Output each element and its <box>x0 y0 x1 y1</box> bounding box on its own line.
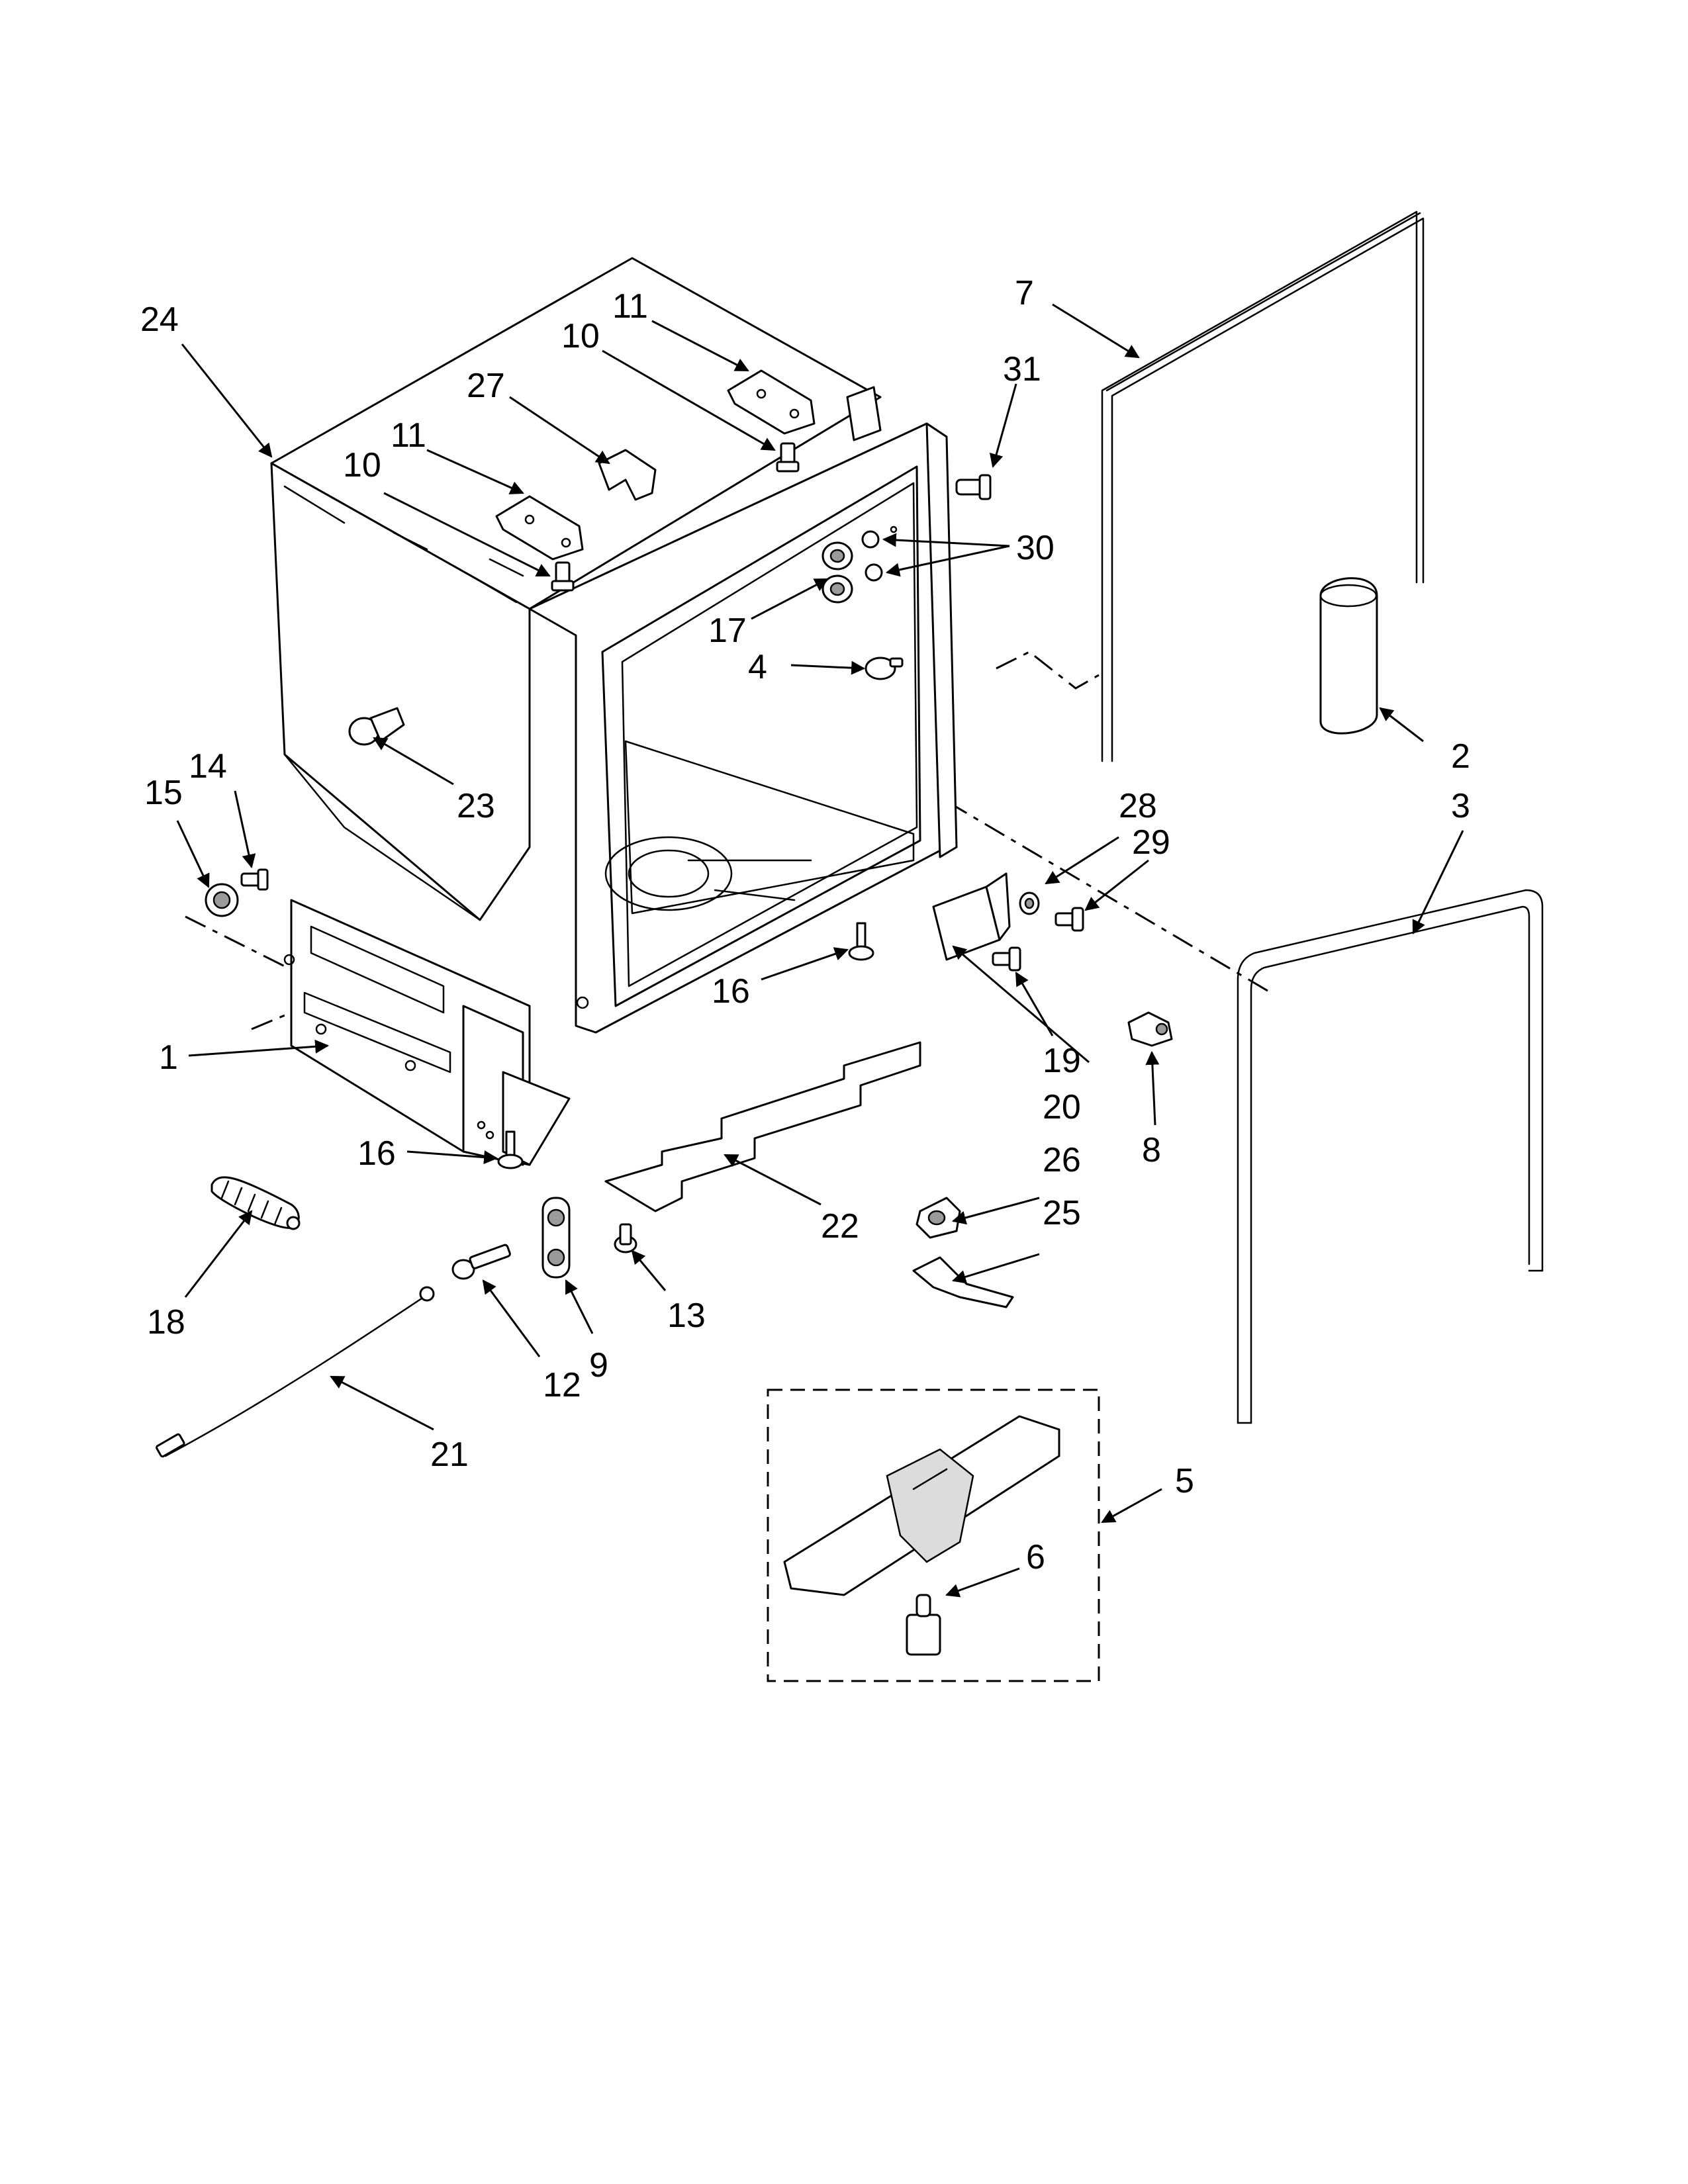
foot-16-upper <box>848 922 874 961</box>
shield-22 <box>604 1041 921 1212</box>
callout-8: 8 <box>1142 1131 1161 1169</box>
callout-12: 12 <box>543 1366 581 1404</box>
callout-19: 19 <box>1043 1042 1081 1080</box>
callout-13: 13 <box>667 1297 706 1335</box>
callout-11-right: 11 <box>612 287 648 326</box>
tub-assembly <box>270 257 958 1166</box>
cable-21 <box>156 1286 435 1458</box>
gasket-3 <box>1237 889 1544 1424</box>
leader-lines <box>176 303 1464 1598</box>
screw-19 <box>992 946 1021 972</box>
gasket-7 <box>1101 210 1425 762</box>
plug-4 <box>865 657 904 680</box>
clip-8 <box>1127 1011 1173 1047</box>
foot-16-lower <box>497 1130 524 1169</box>
screw-10-left <box>551 561 575 592</box>
callout-10-left: 10 <box>343 446 381 484</box>
callout-28: 28 <box>1119 787 1157 825</box>
callout-14: 14 <box>189 747 227 786</box>
callout-6: 6 <box>1026 1538 1045 1576</box>
callout-5: 5 <box>1175 1462 1194 1500</box>
latch-26 <box>915 1197 961 1239</box>
hinge-bracket-11-right <box>727 369 816 435</box>
seal-2 <box>1319 577 1378 735</box>
bracket-25 <box>912 1256 1014 1308</box>
wheel-17 <box>821 541 853 604</box>
callout-7: 7 <box>1015 274 1034 312</box>
callout-3: 3 <box>1451 787 1470 825</box>
leveling-leg-15 <box>205 883 239 917</box>
callout-17: 17 <box>708 612 747 650</box>
screw-14 <box>240 868 269 891</box>
screw-29 <box>1055 907 1084 932</box>
callout-30: 30 <box>1016 529 1055 567</box>
callout-23: 23 <box>457 787 495 825</box>
callout-16-lower: 16 <box>357 1134 396 1173</box>
callout-31: 31 <box>1003 350 1041 388</box>
callout-10-right: 10 <box>561 317 600 355</box>
callout-16-upper: 16 <box>712 972 750 1011</box>
callout-15: 15 <box>144 774 183 812</box>
callout-11-left: 11 <box>391 416 426 455</box>
callout-1: 1 <box>159 1038 178 1077</box>
callout-26: 26 <box>1043 1141 1081 1179</box>
callout-25: 25 <box>1043 1194 1081 1232</box>
callout-2: 2 <box>1451 737 1470 776</box>
spring-18 <box>211 1176 301 1230</box>
pin-13 <box>614 1223 637 1253</box>
assembly-box-5 <box>767 1388 1100 1682</box>
sensor-6 <box>906 1594 941 1656</box>
callout-27: 27 <box>467 367 505 405</box>
washers-30 <box>861 525 898 582</box>
callout-21: 21 <box>430 1435 469 1474</box>
bolt-12 <box>451 1244 511 1280</box>
screw-31 <box>955 474 992 500</box>
hinge-bracket-11-left <box>495 495 584 561</box>
callout-24: 24 <box>140 300 179 339</box>
callout-9: 9 <box>589 1346 608 1385</box>
hinge-9 <box>541 1197 571 1279</box>
callout-22: 22 <box>821 1207 859 1246</box>
callout-4: 4 <box>748 648 767 686</box>
callout-labels: 24 1 2 3 4 5 6 7 8 9 10 10 11 11 12 13 1… <box>140 274 1470 1576</box>
callout-20: 20 <box>1043 1088 1081 1126</box>
spray-arm-manifold-5 <box>783 1415 1060 1596</box>
washer-28 <box>1019 891 1040 915</box>
screw-10-right <box>776 442 800 473</box>
callout-29: 29 <box>1132 823 1170 862</box>
callout-18: 18 <box>147 1303 185 1342</box>
plug-23 <box>348 707 405 746</box>
bracket-20 <box>932 872 1011 961</box>
clip-27 <box>598 449 657 501</box>
